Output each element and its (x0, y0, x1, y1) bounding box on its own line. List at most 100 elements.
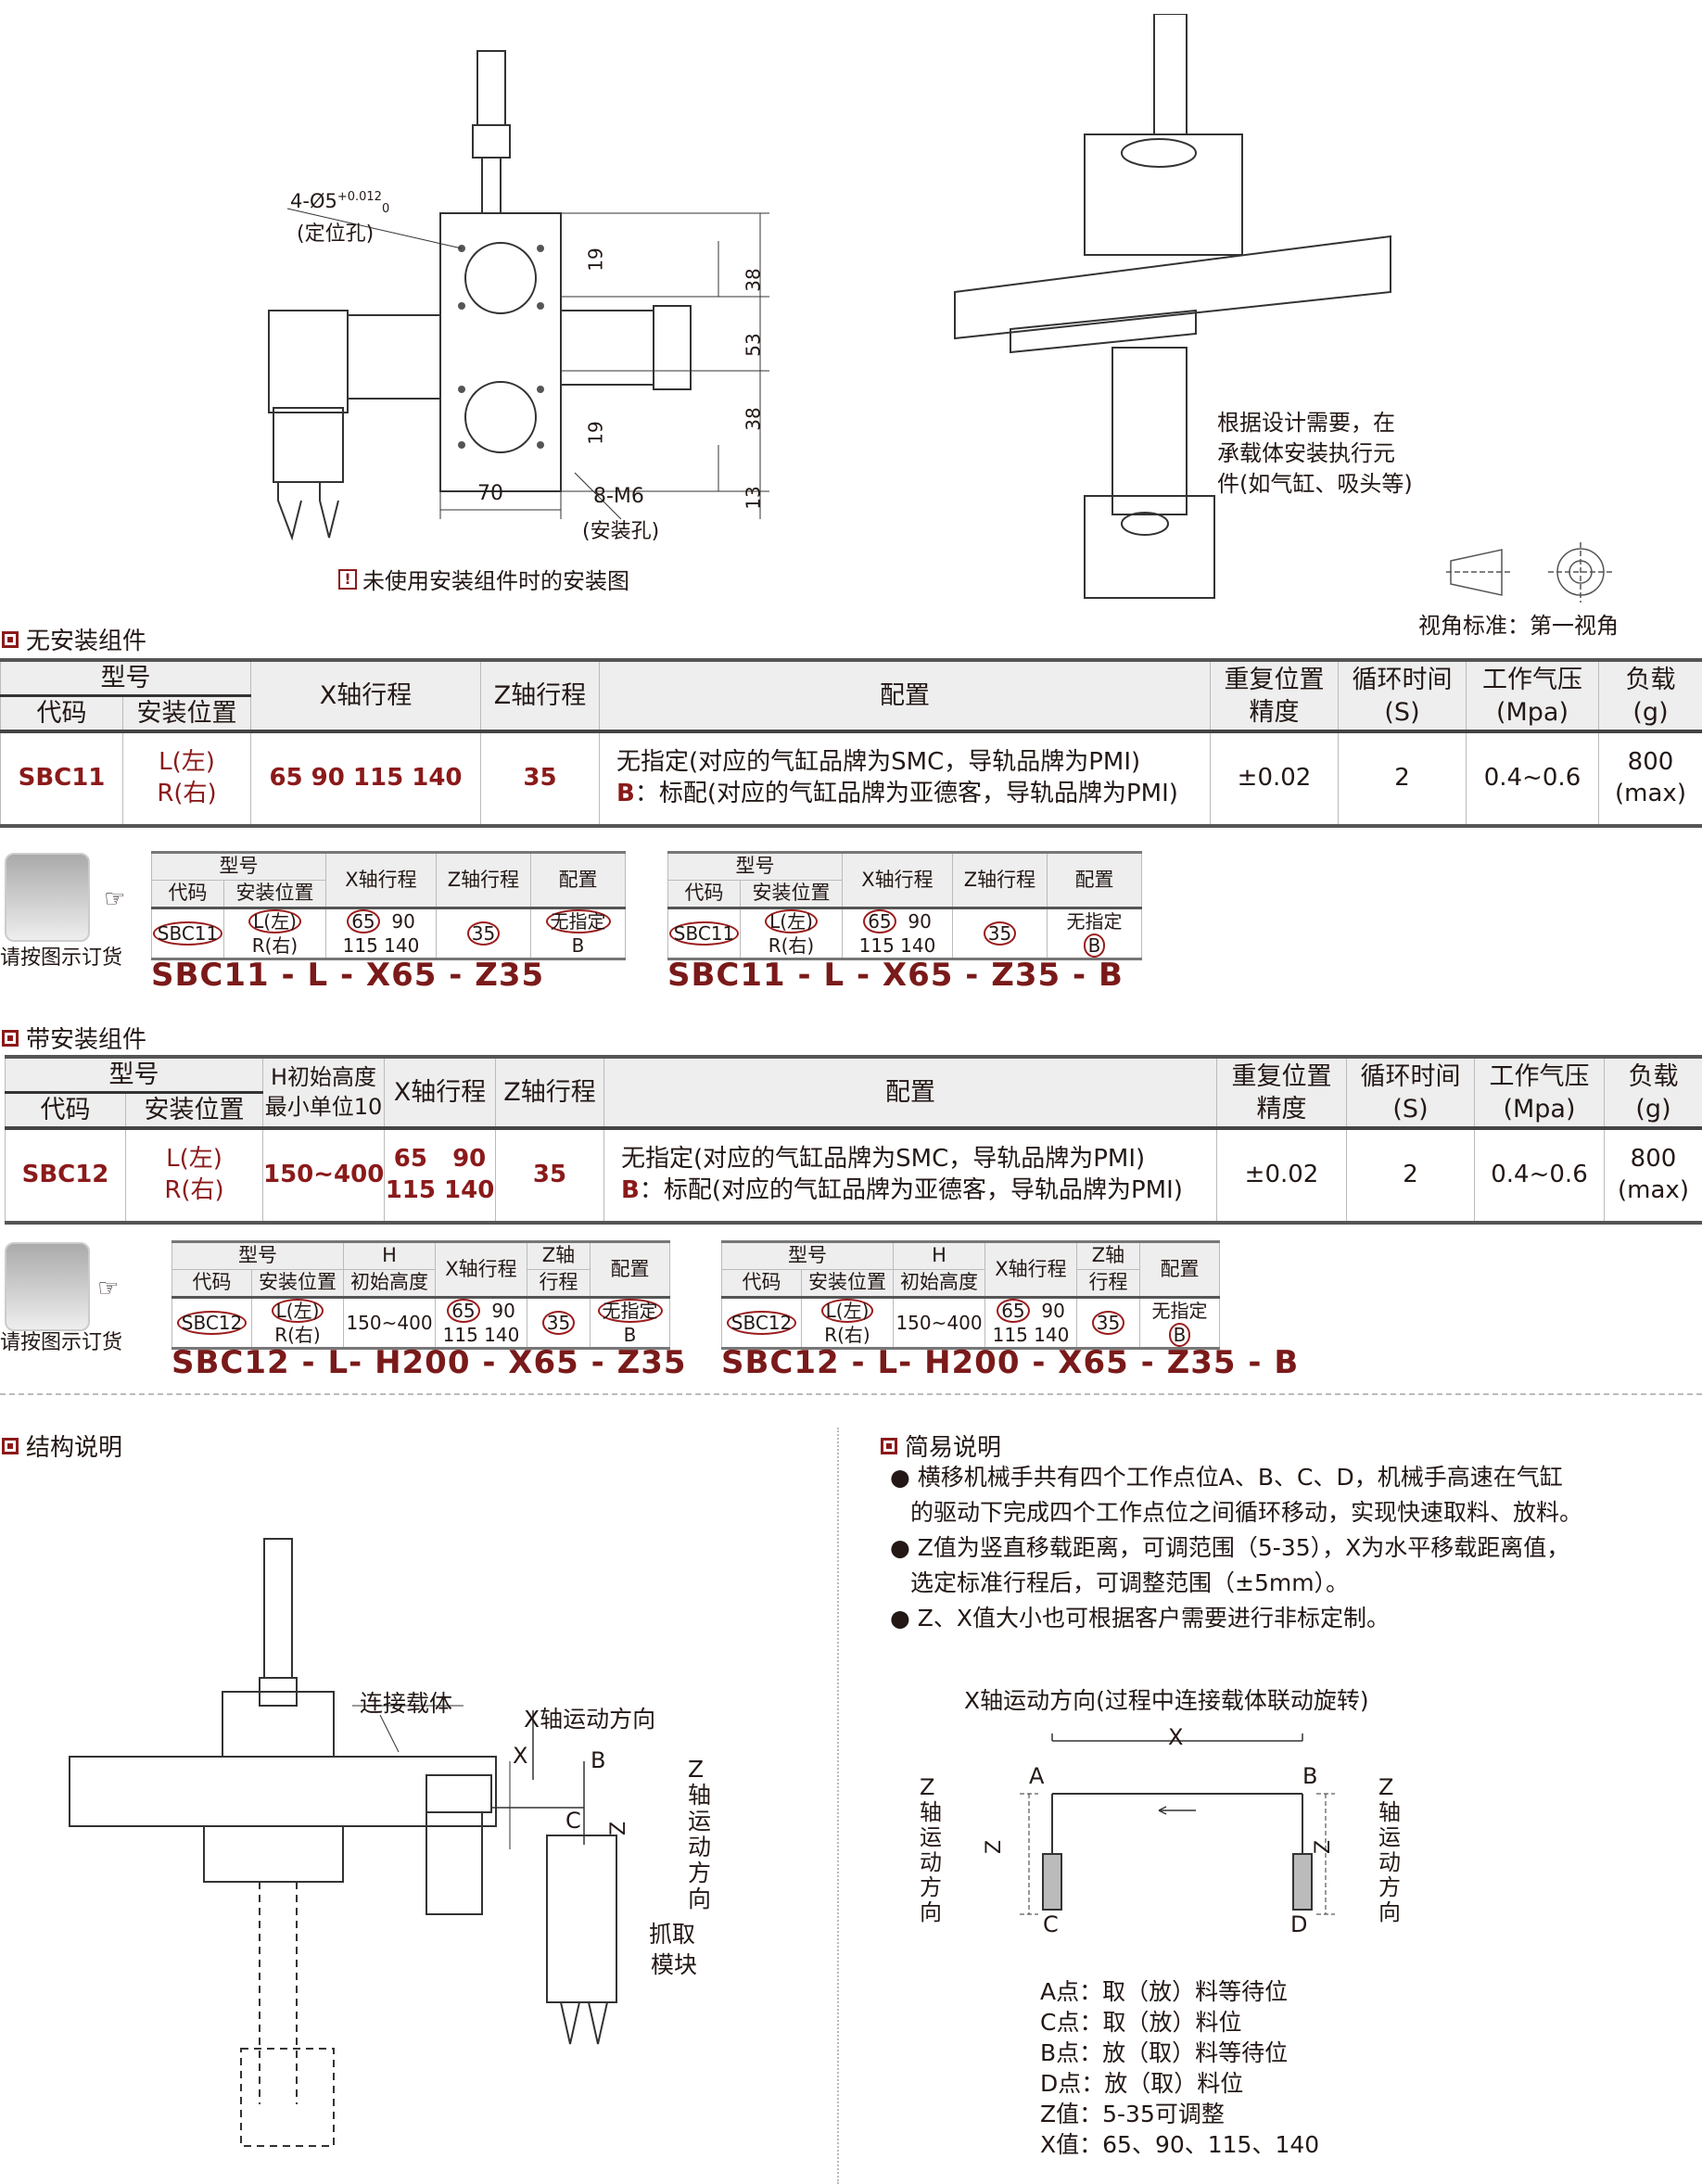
cell-cycle: 2 (1338, 730, 1467, 827)
iso-note-line: 根据设计需要，在 (1217, 410, 1395, 436)
selected-pos: L(左) (820, 1299, 874, 1323)
cell-code: SBC11 (0, 730, 123, 827)
th-text: (S) (1392, 1094, 1429, 1124)
hole-tol-upper: +0.012 (337, 190, 382, 204)
point-c-label: C (1043, 1911, 1059, 1937)
th-model: 型号 (151, 852, 326, 881)
cell-load: 800(max) (1604, 1126, 1702, 1224)
th-config: 配置 (530, 852, 626, 908)
th-h2: 初始高度 (343, 1269, 436, 1298)
point-b-label: B (1302, 1763, 1318, 1789)
cell-z: 35 (495, 1126, 604, 1224)
th-text: 重复位置 (1231, 1061, 1332, 1091)
cell-repeat: ±0.02 (1210, 730, 1339, 827)
th-x: X轴行程 (384, 1056, 496, 1129)
th-code: 代码 (0, 694, 123, 732)
bullet-text: 的驱动下完成四个工作点位之间循环移动，实现快速取料、放料。 (910, 1499, 1583, 1526)
x-label: X (513, 1743, 528, 1769)
th-model: 型号 (171, 1241, 344, 1270)
th-text: 负载 (1625, 665, 1676, 694)
th-pressure: 工作气压(Mpa) (1474, 1056, 1605, 1129)
config-b-text: ：标配(对应的气缸品牌为亚德客，导轨品牌为PMI) (639, 1176, 1183, 1205)
th-h: H (893, 1241, 985, 1270)
config-option: 无指定 (1151, 1300, 1208, 1322)
config-default: 无指定(对应的气缸品牌为SMC，导轨品牌为PMI) (621, 1145, 1146, 1174)
x-option: 115 (992, 1324, 1028, 1346)
h-range: 150~400 (343, 1296, 436, 1349)
legend-item: C点：取（放）料位 (1040, 2009, 1242, 2036)
brief-header: 简易说明 (881, 1428, 1001, 1463)
th-model: 型号 (5, 1056, 263, 1094)
th-z: Z轴行程 (952, 852, 1048, 908)
legend-item: D点：放（取）料位 (1040, 2070, 1244, 2097)
table-row: SBC11 L(左)R(右) 65 90 115 140 35 无指定(对应的气… (0, 730, 1702, 827)
config-b: B：标配(对应的气缸品牌为亚德客，导轨品牌为PMI) (621, 1175, 1216, 1207)
structure-header: 结构说明 (2, 1428, 122, 1463)
view-standard: 视角标准：第一视角 (1418, 613, 1619, 639)
th-x: X轴行程 (984, 1241, 1077, 1298)
cell-config: 无指定(对应的气缸品牌为SMC，导轨品牌为PMI)B：标配(对应的气缸品牌为亚德… (603, 1126, 1217, 1224)
config-b-text: ：标配(对应的气缸品牌为亚德客，导轨品牌为PMI) (634, 780, 1178, 808)
x-option: 115 (442, 1324, 478, 1346)
x-values: 115 140 (385, 1176, 495, 1205)
th-position: 安装位置 (122, 694, 251, 732)
config-b-prefix: B (621, 1176, 640, 1205)
th-repeat: 重复位置精度 (1210, 659, 1339, 732)
bullet-item: ● Z、X值大小也可根据客户需要进行非标定制。 (890, 1605, 1391, 1632)
th-text: (g) (1632, 697, 1669, 727)
selected-x: 65 (447, 1299, 480, 1323)
th-h: H (343, 1241, 436, 1270)
caption-text: 未使用安装组件时的安装图 (362, 568, 629, 594)
selected-code: SBC11 (152, 921, 223, 946)
z-direction-left: Z轴运动方向 (920, 1774, 942, 1925)
dim-38b: 38 (742, 407, 765, 431)
x-option: 140 (484, 1324, 520, 1346)
section1-title: 无安装组件 (26, 628, 147, 655)
th-text: 循环时间 (1352, 665, 1453, 694)
phone-icon (5, 1242, 90, 1331)
drawing-caption: ! 未使用安装组件时的安装图 (338, 563, 629, 595)
th-position: 安装位置 (251, 1269, 344, 1298)
x-option: 140 (384, 934, 420, 957)
th-code: 代码 (721, 1269, 802, 1298)
th-z: Z轴 (527, 1241, 591, 1270)
first-angle-projection-icon (1446, 542, 1613, 603)
column-divider (837, 1428, 839, 2184)
hole-label: 4-Ø5+0.0120 (290, 190, 389, 216)
dim-70: 70 (477, 482, 503, 505)
z-label: Z (983, 1839, 1007, 1855)
hole-tol-lower: 0 (381, 202, 390, 217)
selected-z: 35 (466, 921, 501, 946)
legend: A点：取（放）料等待位 C点：取（放）料位 B点：放（取）料等待位 D点：放（取… (1040, 1976, 1319, 2160)
dim-13: 13 (742, 486, 765, 510)
thread-note: (安装孔) (582, 520, 660, 543)
dim-38a: 38 (742, 268, 765, 292)
x-option: 90 (1041, 1300, 1065, 1322)
th-z2: 行程 (1076, 1269, 1140, 1298)
selected-pos: L(左) (248, 909, 301, 933)
th-position: 安装位置 (801, 1269, 894, 1298)
th-text: 循环时间 (1360, 1061, 1461, 1091)
th-position: 安装位置 (223, 880, 326, 908)
th-x: X轴行程 (250, 659, 481, 732)
x-option: 90 (491, 1300, 515, 1322)
order-code-example: SBC11 - L - X65 - Z35 - B (667, 957, 1124, 994)
th-text: 精度 (1256, 1094, 1307, 1124)
section-marker-icon (2, 1029, 19, 1047)
config-option: B (571, 934, 585, 957)
selected-z: 35 (983, 921, 1017, 946)
cell-z: 35 (480, 730, 600, 827)
cell-position: L(左)R(右) (122, 730, 251, 827)
selected-z: 35 (1091, 1311, 1125, 1335)
cell-code: SBC12 (5, 1126, 126, 1224)
x-option: 115 (342, 934, 378, 957)
z-direction-right: Z轴运动方向 (1378, 1774, 1401, 1925)
load-value: 800 (1630, 1145, 1677, 1174)
section-marker-icon (2, 1437, 19, 1454)
brief-list: ● 横移机械手共有四个工作点位A、B、C、D，机械手高速在气缸 的驱动下完成四个… (890, 1460, 1582, 1636)
